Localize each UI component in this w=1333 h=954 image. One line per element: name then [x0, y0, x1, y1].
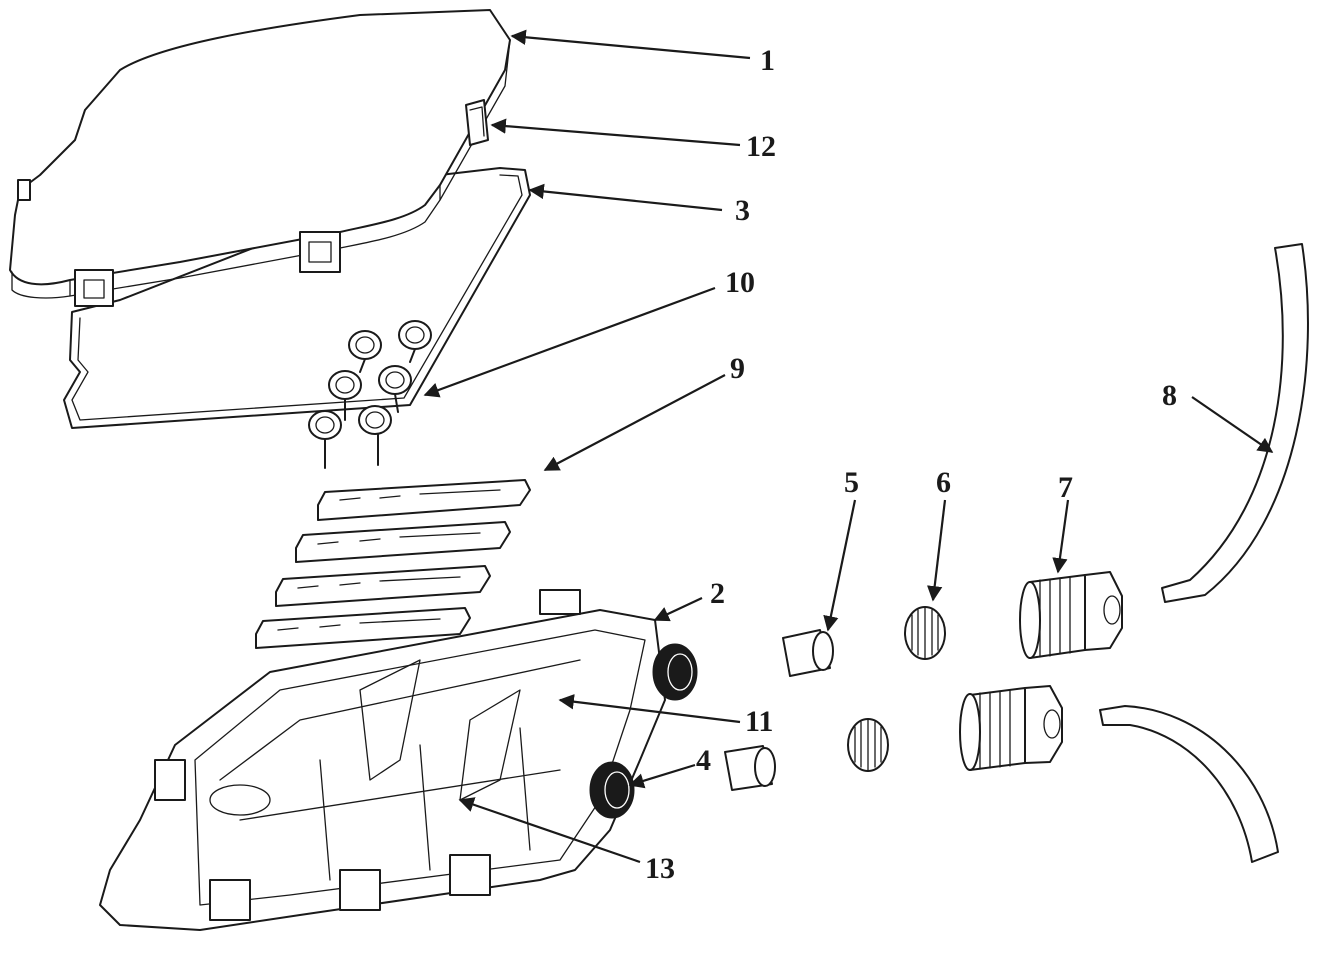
leader-10 [423, 286, 716, 398]
label-6: 6 [936, 466, 951, 499]
label-10: 10 [725, 266, 755, 299]
label-9: 9 [730, 352, 745, 385]
label-8: 8 [1162, 379, 1177, 412]
leader-12 [490, 118, 741, 147]
label-5: 5 [844, 466, 859, 499]
leader-lines [423, 29, 1274, 864]
leader-2 [653, 597, 703, 622]
leader-13 [458, 797, 641, 864]
label-4: 4 [696, 744, 711, 777]
label-7: 7 [1058, 471, 1073, 504]
leader-8 [1191, 396, 1274, 453]
gland-nut-part-7 [959, 571, 1123, 771]
leader-5 [823, 499, 857, 632]
base-box-part-2 [99, 589, 666, 931]
leader-6 [927, 499, 947, 602]
leader-3 [528, 183, 723, 212]
cable-part-8 [1099, 243, 1309, 863]
label-11: 11 [745, 705, 773, 738]
label-3: 3 [735, 194, 750, 227]
label-13: 13 [645, 852, 675, 885]
label-1: 1 [760, 44, 775, 77]
leader-9 [543, 374, 726, 471]
diodes-part-10 [308, 320, 432, 469]
cover-part-1 [9, 9, 511, 307]
leader-1 [510, 29, 751, 60]
part-number-labels: 1 12 3 10 9 8 5 6 7 2 11 4 13 [645, 44, 1177, 885]
leader-4 [628, 763, 696, 789]
leader-11 [558, 694, 741, 724]
label-2: 2 [710, 577, 725, 610]
gland-on-box-lower [589, 761, 635, 819]
terminal-strips-part-9 [255, 479, 531, 649]
clip-part-12 [465, 99, 489, 146]
claw-ring-part-6 [847, 606, 946, 772]
seal-sleeve-part-5 [724, 629, 834, 791]
label-12: 12 [746, 130, 776, 163]
leader-7 [1052, 499, 1070, 574]
gland-on-box-upper [652, 643, 698, 701]
